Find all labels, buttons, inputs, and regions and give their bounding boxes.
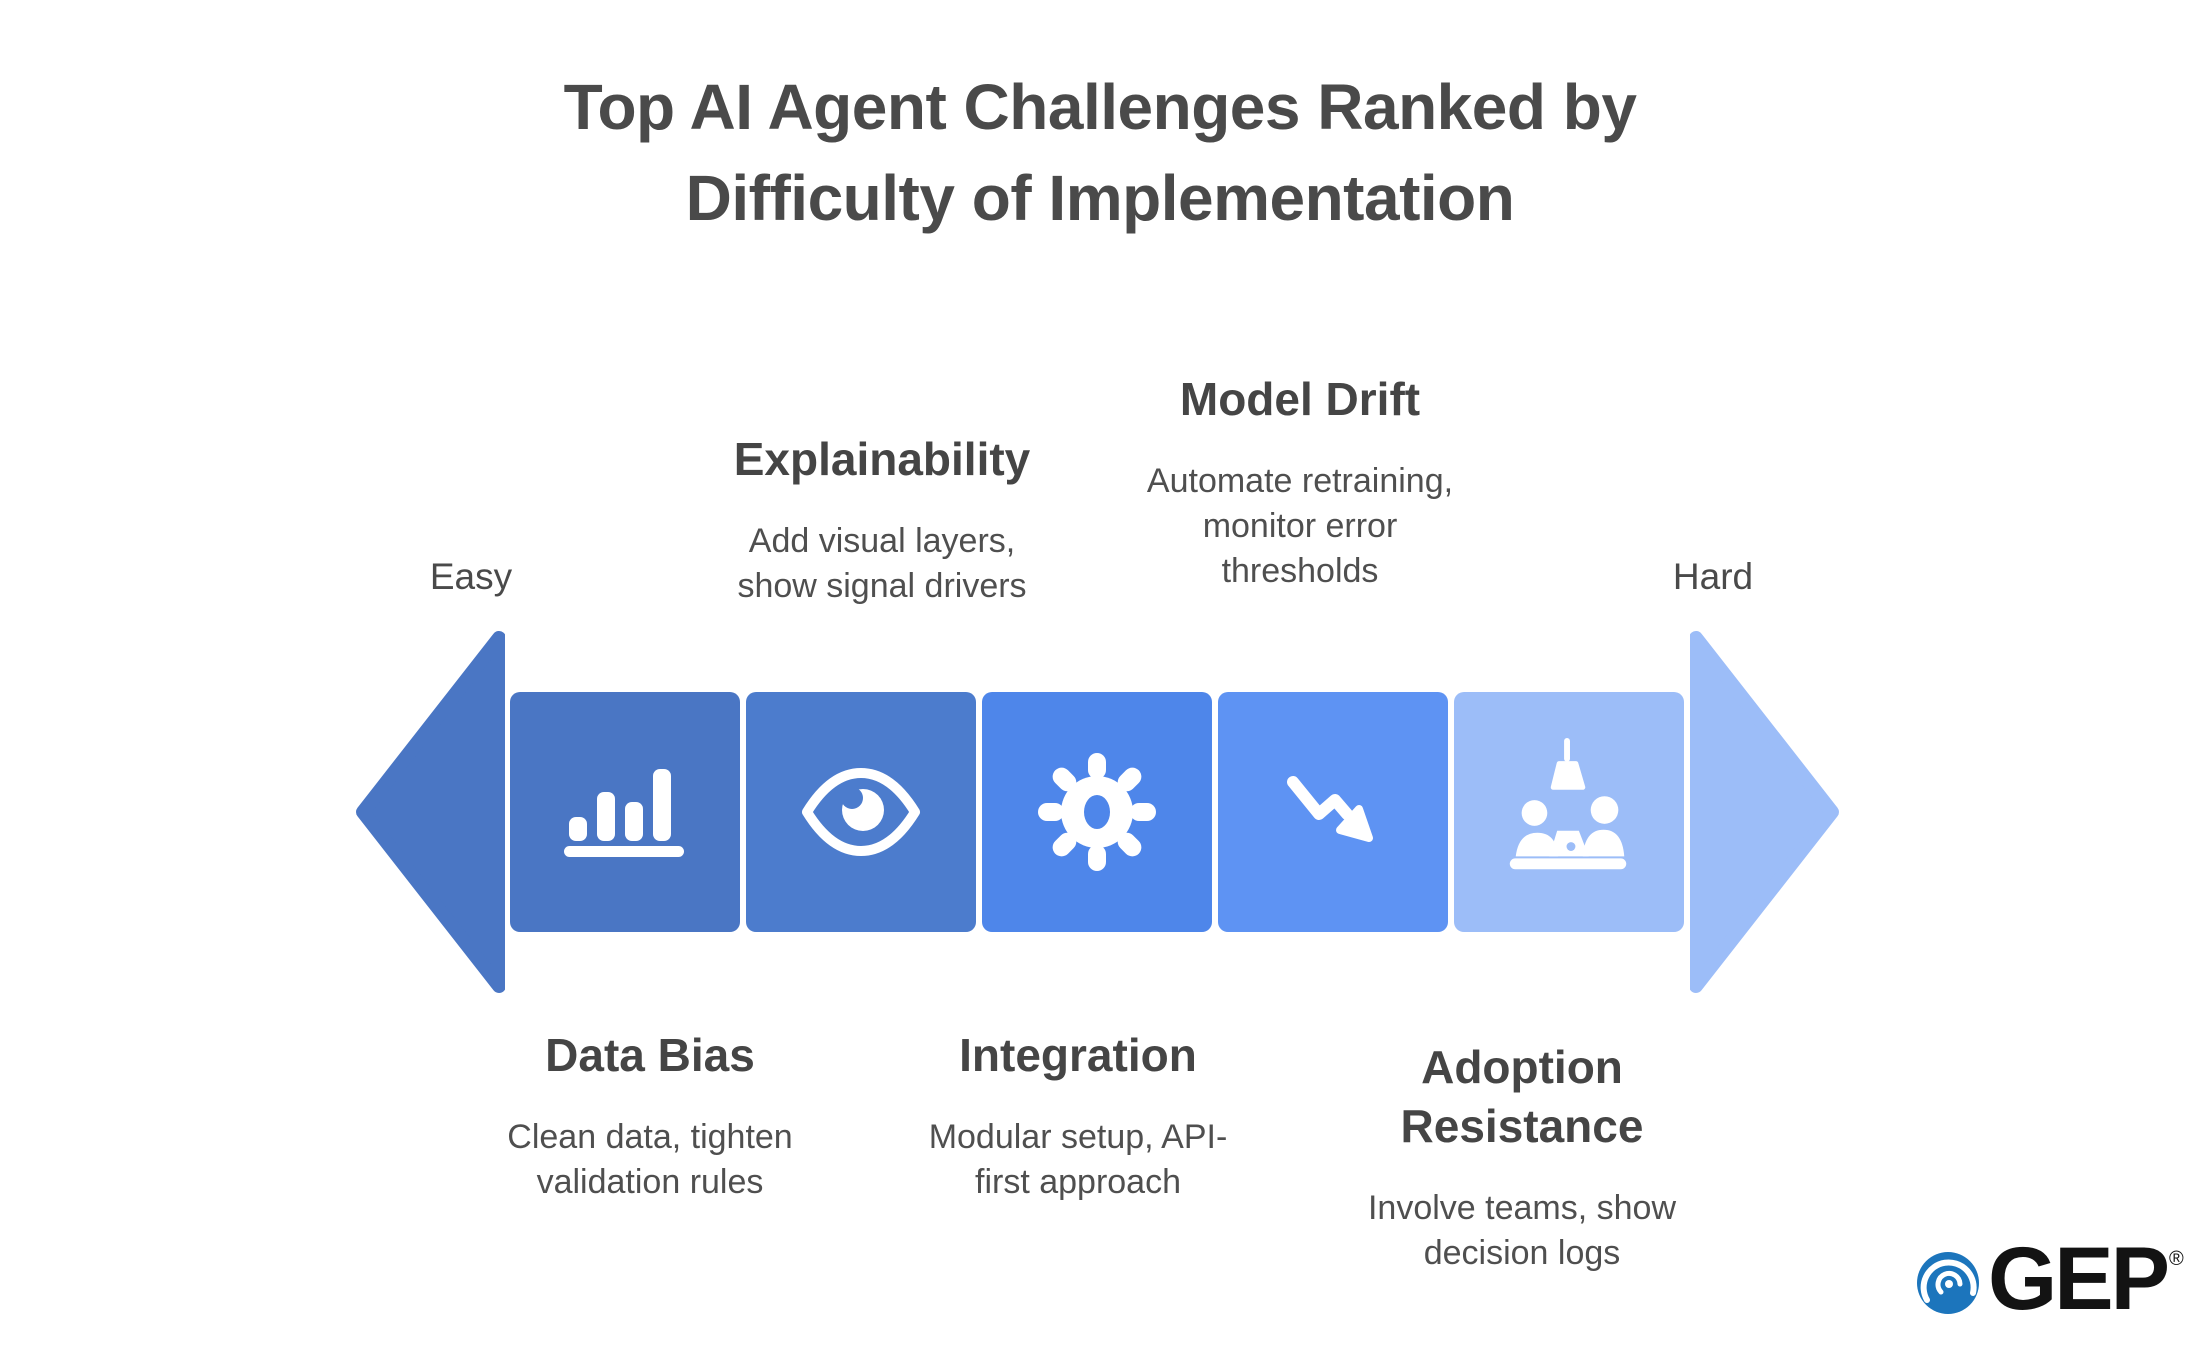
step-square-adoption-resistance	[1454, 692, 1684, 932]
step-title: Data Bias	[545, 1029, 755, 1081]
step-title: Integration	[959, 1029, 1197, 1081]
step-label-data-bias: Data Bias Clean data, tighten validation…	[415, 1026, 885, 1205]
gep-logo-text: GEP	[1988, 1228, 2170, 1328]
arrow-left-icon	[356, 631, 505, 993]
step-square-explainability	[746, 692, 976, 932]
eye-icon	[802, 768, 920, 856]
step-square-model-drift	[1218, 692, 1448, 932]
step-description: Clean data, tighten validation rules	[507, 1117, 793, 1201]
step-label-adoption-resistance: Adoption Resistance Involve teams, show …	[1287, 1038, 1757, 1276]
scale-label-easy: Easy	[429, 556, 513, 597]
step-label-explainability: Explainability Add visual layers, show s…	[647, 430, 1117, 609]
step-title: Model Drift	[1179, 373, 1421, 425]
step-label-integration: Integration Modular setup, API- first ap…	[843, 1026, 1313, 1205]
bar-chart-icon	[564, 769, 684, 857]
step-square-data-bias	[510, 692, 740, 932]
step-description: Automate retraining, monitor error thres…	[1146, 461, 1454, 590]
step-description: Add visual layers, show signal drivers	[737, 521, 1027, 605]
trend-down-icon	[1287, 776, 1373, 842]
page-title: Top AI Agent Challenges Ranked by Diffic…	[563, 71, 1637, 234]
step-label-model-drift: Model Drift Automate retraining, monitor…	[1065, 370, 1535, 594]
registered-mark: ®	[2168, 1248, 2184, 1270]
step-title: Adoption Resistance	[1400, 1041, 1644, 1152]
step-description: Involve teams, show decision logs	[1367, 1188, 1677, 1272]
gep-logo: GEP ®	[1916, 1234, 2184, 1323]
meeting-icon	[1509, 738, 1627, 870]
gear-icon	[1038, 753, 1156, 871]
step-title: Explainability	[733, 433, 1031, 485]
gep-swirl-icon	[1917, 1252, 1979, 1314]
arrow-right-icon	[1690, 631, 1839, 993]
step-square-integration	[982, 692, 1212, 932]
step-description: Modular setup, API- first approach	[928, 1117, 1228, 1201]
scale-label-hard: Hard	[1672, 556, 1754, 597]
